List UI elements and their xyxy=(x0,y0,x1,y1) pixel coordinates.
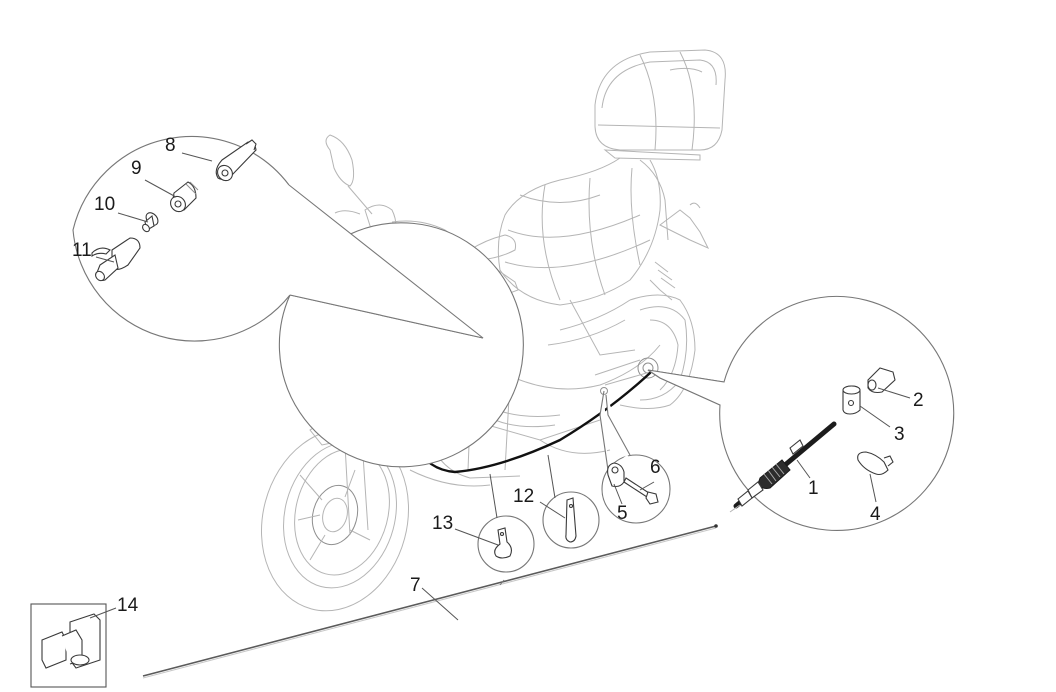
leader-1 xyxy=(796,459,811,479)
label-part-4: 4 xyxy=(870,504,881,525)
label-part-10: 10 xyxy=(94,194,116,215)
top-case xyxy=(594,49,726,161)
leader-8 xyxy=(181,152,213,162)
clip-13-callout xyxy=(454,473,535,573)
label-part-2: 2 xyxy=(913,390,924,411)
leader-14 xyxy=(89,607,117,619)
part-8-cylinder xyxy=(215,139,257,182)
label-part-5: 5 xyxy=(617,503,628,524)
label-part-1: 1 xyxy=(808,478,819,499)
label-part-14: 14 xyxy=(117,595,139,616)
leader-10 xyxy=(117,212,149,223)
clip-13-pointer xyxy=(489,473,498,519)
label-part-11: 11 xyxy=(72,240,92,261)
leader-9 xyxy=(144,179,177,198)
part-10-bushing xyxy=(142,212,159,233)
leader-4 xyxy=(869,473,877,503)
part-7-cable xyxy=(142,524,718,679)
box-14-detail xyxy=(30,603,117,688)
label-part-12: 12 xyxy=(513,486,535,507)
label-part-8: 8 xyxy=(165,135,176,156)
label-part-6: 6 xyxy=(650,457,661,478)
leader-6 xyxy=(639,481,655,491)
leader-3 xyxy=(859,405,891,428)
part-9-grommet xyxy=(170,181,199,213)
label-part-3: 3 xyxy=(894,424,905,445)
label-part-7: 7 xyxy=(410,575,421,596)
part-2-adjuster-nut xyxy=(867,367,896,394)
leader-11 xyxy=(95,256,115,263)
clip-12-pointer xyxy=(547,454,556,499)
left-callout xyxy=(72,135,524,468)
leader-2 xyxy=(877,387,911,399)
leader-12 xyxy=(539,501,566,519)
right-callout xyxy=(647,295,955,531)
leader-5 xyxy=(613,483,623,505)
clip-12-callout xyxy=(539,454,600,549)
label-part-9: 9 xyxy=(131,158,142,179)
seat xyxy=(497,157,669,306)
bracket-callout xyxy=(599,390,671,524)
label-part-13: 13 xyxy=(432,513,454,534)
part-1-cable-end xyxy=(729,421,837,513)
leader-7 xyxy=(421,587,459,621)
leader-13 xyxy=(454,528,499,546)
part-4-clamp xyxy=(857,451,894,476)
part-3-barrel xyxy=(842,385,861,415)
